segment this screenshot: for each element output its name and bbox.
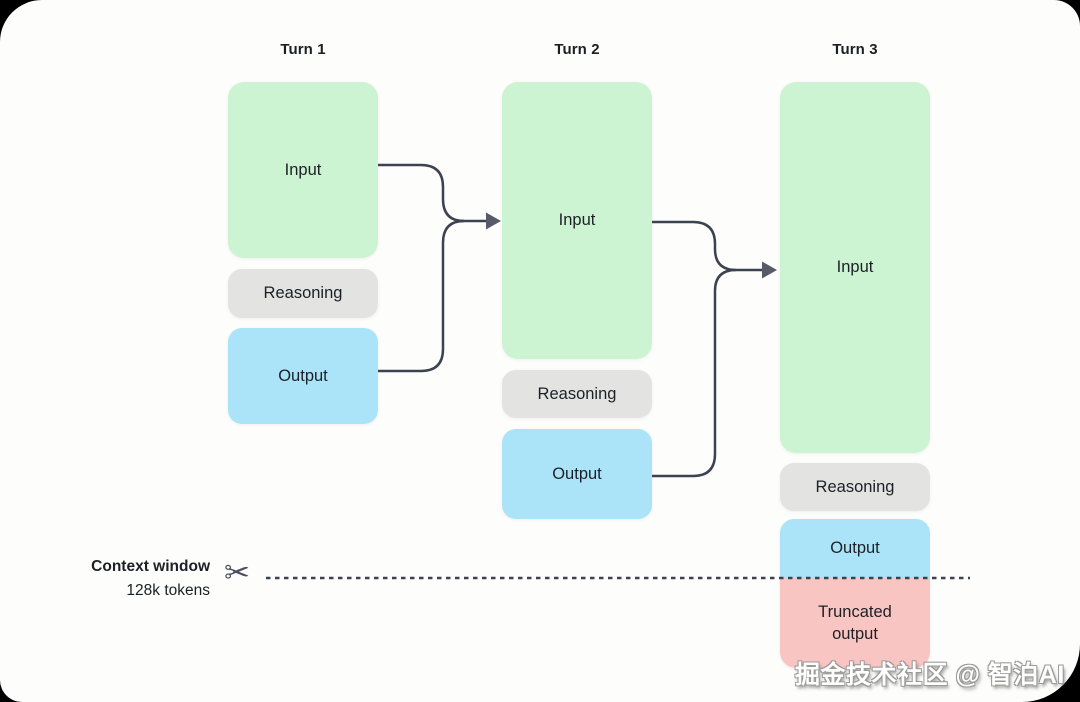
turn-3-truncated-output-label: Truncated output	[818, 602, 892, 643]
turn-1-title: Turn 1	[280, 41, 326, 58]
context-window-annotation: Context window 128k tokens	[50, 555, 210, 603]
turn-2-input-box: Input	[502, 82, 652, 359]
turn-3-reasoning-box: Reasoning	[780, 463, 930, 511]
turn-1-output-label: Output	[278, 366, 328, 385]
turn-3-reasoning-label: Reasoning	[815, 477, 895, 496]
turn-2-output-label: Output	[552, 464, 602, 483]
turn-2-reasoning-label: Reasoning	[537, 384, 617, 403]
arrow-turn1-to-turn2	[378, 163, 486, 373]
turn-3-output-label: Output	[830, 539, 880, 558]
arrow-turn2-to-turn3	[652, 220, 762, 478]
context-window-label: Context window	[91, 558, 210, 575]
turn-1-input-label: Input	[284, 160, 322, 179]
turn-1-reasoning-box: Reasoning	[228, 269, 378, 318]
turn-3-title: Turn 3	[832, 41, 878, 58]
context-window-tokens: 128k tokens	[126, 582, 210, 600]
arrowhead-turn3-input	[762, 261, 777, 279]
arrowhead-turn2-input	[486, 212, 501, 230]
scissors-icon: ✂	[224, 555, 250, 591]
turn-3-input-box: Input	[780, 82, 930, 453]
watermark: 掘金技术社区 @ 智泊AI	[795, 661, 1065, 689]
turn-2-reasoning-box: Reasoning	[502, 370, 652, 418]
turn-1-output-box: Output	[228, 328, 378, 424]
turn-2-input-label: Input	[558, 211, 596, 230]
turn-3-output-box: Output	[780, 519, 930, 578]
turn-3-truncated-output-box: Truncated output	[780, 578, 930, 668]
turn-1-reasoning-label: Reasoning	[263, 284, 343, 303]
turn-2-output-box: Output	[502, 429, 652, 519]
turn-1-input-box: Input	[228, 82, 378, 258]
turn-3-input-label: Input	[836, 258, 874, 277]
turn-2-title: Turn 2	[554, 41, 600, 58]
